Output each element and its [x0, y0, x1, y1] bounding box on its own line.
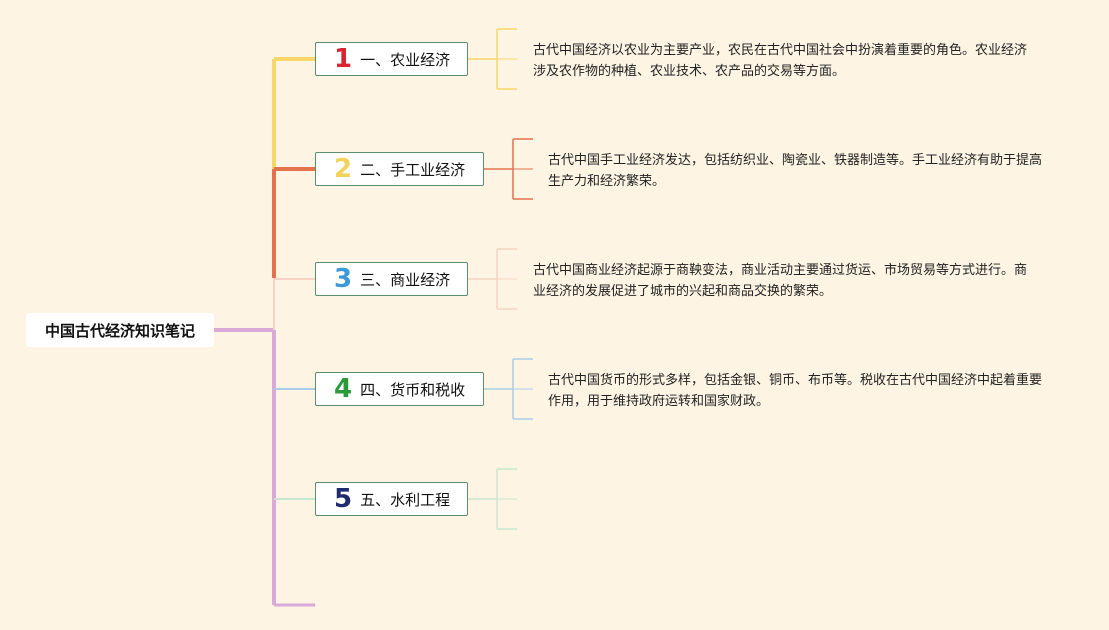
note-commerce: 古代中国商业经济起源于商鞅变法，商业活动主要通过货运、市场贸易等方式进行。商业经… [533, 263, 1028, 299]
topic-label: 三、商业经济 [360, 270, 451, 289]
topic-water-conservancy[interactable]: 5 五、水利工程 [315, 482, 468, 516]
number-2-icon: 2 [334, 154, 353, 184]
note-handicraft: 古代中国手工业经济发达，包括纺织业、陶瓷业、铁器制造等。手工业经济有助于提高生产… [548, 153, 1043, 189]
topic-agriculture[interactable]: 1 一、农业经济 [315, 42, 468, 76]
root-title: 中国古代经济知识笔记 [44, 321, 195, 340]
topic-currency-tax[interactable]: 4 四、货币和税收 [315, 372, 484, 406]
note-currency-tax: 古代中国货币的形式多样，包括金银、铜币、布币等。税收在古代中国经济中起着重要作用… [548, 373, 1043, 409]
number-1-icon: 1 [334, 44, 353, 74]
topic-commerce[interactable]: 3 三、商业经济 [315, 262, 468, 296]
number-4-icon: 4 [334, 374, 353, 404]
number-3-icon: 3 [334, 264, 353, 294]
number-5-icon: 5 [334, 484, 353, 514]
topic-label: 四、货币和税收 [360, 380, 466, 399]
note-agriculture: 古代中国经济以农业为主要产业，农民在古代中国社会中扮演着重要的角色。农业经济涉及… [533, 43, 1028, 79]
root-topic[interactable]: 中国古代经济知识笔记 [26, 313, 214, 347]
topic-label: 一、农业经济 [360, 50, 451, 69]
topic-label: 二、手工业经济 [360, 160, 466, 179]
topic-handicraft[interactable]: 2 二、手工业经济 [315, 152, 484, 186]
topic-label: 五、水利工程 [360, 490, 451, 509]
